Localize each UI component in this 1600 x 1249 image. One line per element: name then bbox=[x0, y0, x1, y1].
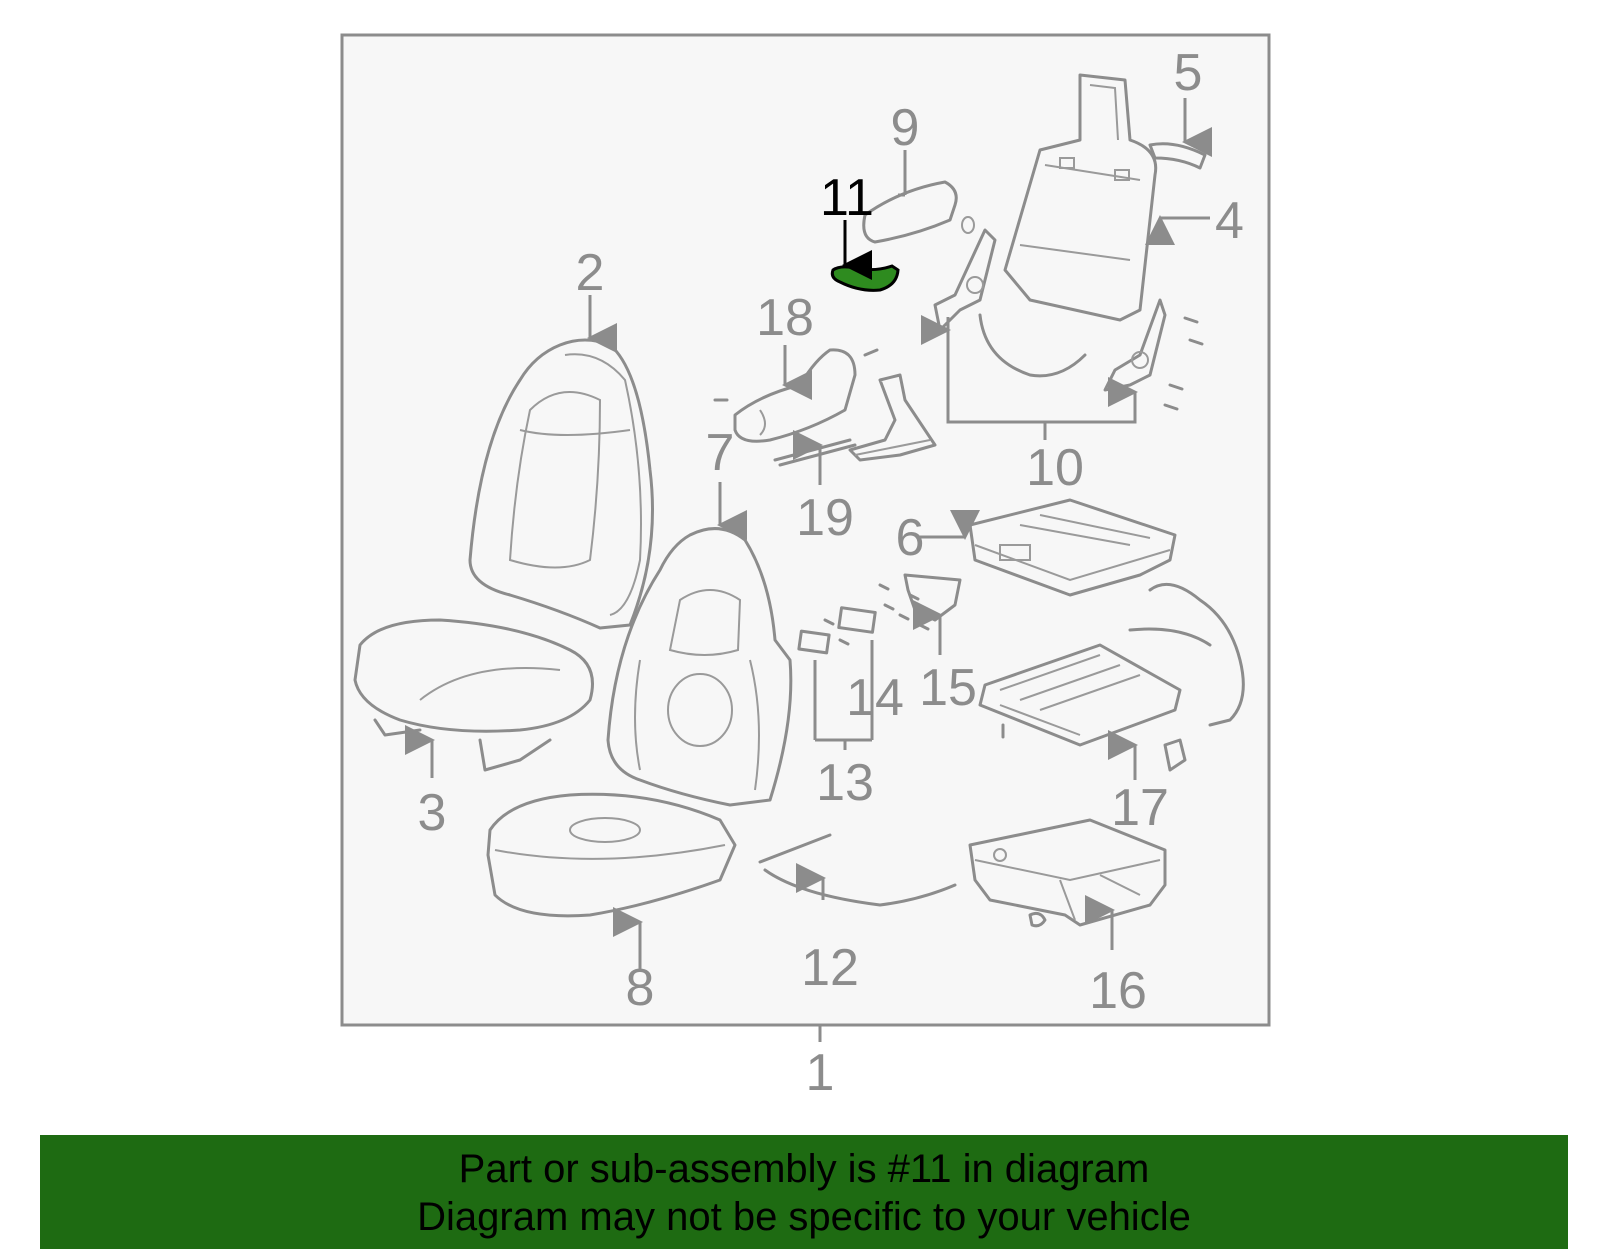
armrest bbox=[862, 180, 975, 244]
banner-line-2: Diagram may not be specific to your vehi… bbox=[417, 1195, 1191, 1239]
callout-4: 4 bbox=[1215, 192, 1244, 250]
seat-back-pad bbox=[606, 527, 793, 807]
seat-cushion-pad bbox=[486, 792, 737, 918]
callout-leaders bbox=[405, 98, 1212, 970]
callout-12: 12 bbox=[801, 939, 859, 997]
callout-9: 9 bbox=[891, 99, 920, 157]
callout-19: 19 bbox=[796, 489, 854, 547]
headrest-handle bbox=[1148, 142, 1207, 170]
callout-11: 11 bbox=[820, 169, 874, 227]
seat-adjuster bbox=[978, 582, 1245, 772]
seat-back-cover bbox=[468, 338, 654, 630]
seat-belt-buckle bbox=[848, 373, 937, 462]
seat-riser bbox=[968, 818, 1167, 928]
callout-6: 6 bbox=[896, 509, 925, 567]
callout-1: 1 bbox=[806, 1044, 835, 1102]
callout-8: 8 bbox=[626, 959, 655, 1017]
callout-3: 3 bbox=[418, 784, 447, 842]
banner-line-1: Part or sub-assembly is #11 in diagram bbox=[458, 1147, 1150, 1191]
callout-14: 14 bbox=[846, 669, 904, 727]
callout-16: 16 bbox=[1089, 962, 1147, 1020]
seat-back-frame bbox=[1003, 73, 1158, 322]
callout-2: 2 bbox=[576, 244, 605, 302]
info-banner: Part or sub-assembly is #11 in diagram D… bbox=[40, 1135, 1568, 1249]
seat-pan bbox=[968, 498, 1177, 597]
callout-5: 5 bbox=[1174, 44, 1203, 102]
callout-13: 13 bbox=[816, 754, 874, 812]
callout-10: 10 bbox=[1026, 439, 1084, 497]
recliner-assembly bbox=[933, 228, 1204, 411]
callout-18: 18 bbox=[756, 289, 814, 347]
callout-7: 7 bbox=[706, 424, 735, 482]
release-cable bbox=[758, 833, 957, 907]
callout-15: 15 bbox=[919, 659, 977, 717]
seat-cushion-cover bbox=[353, 618, 594, 772]
callout-17: 17 bbox=[1111, 779, 1169, 837]
